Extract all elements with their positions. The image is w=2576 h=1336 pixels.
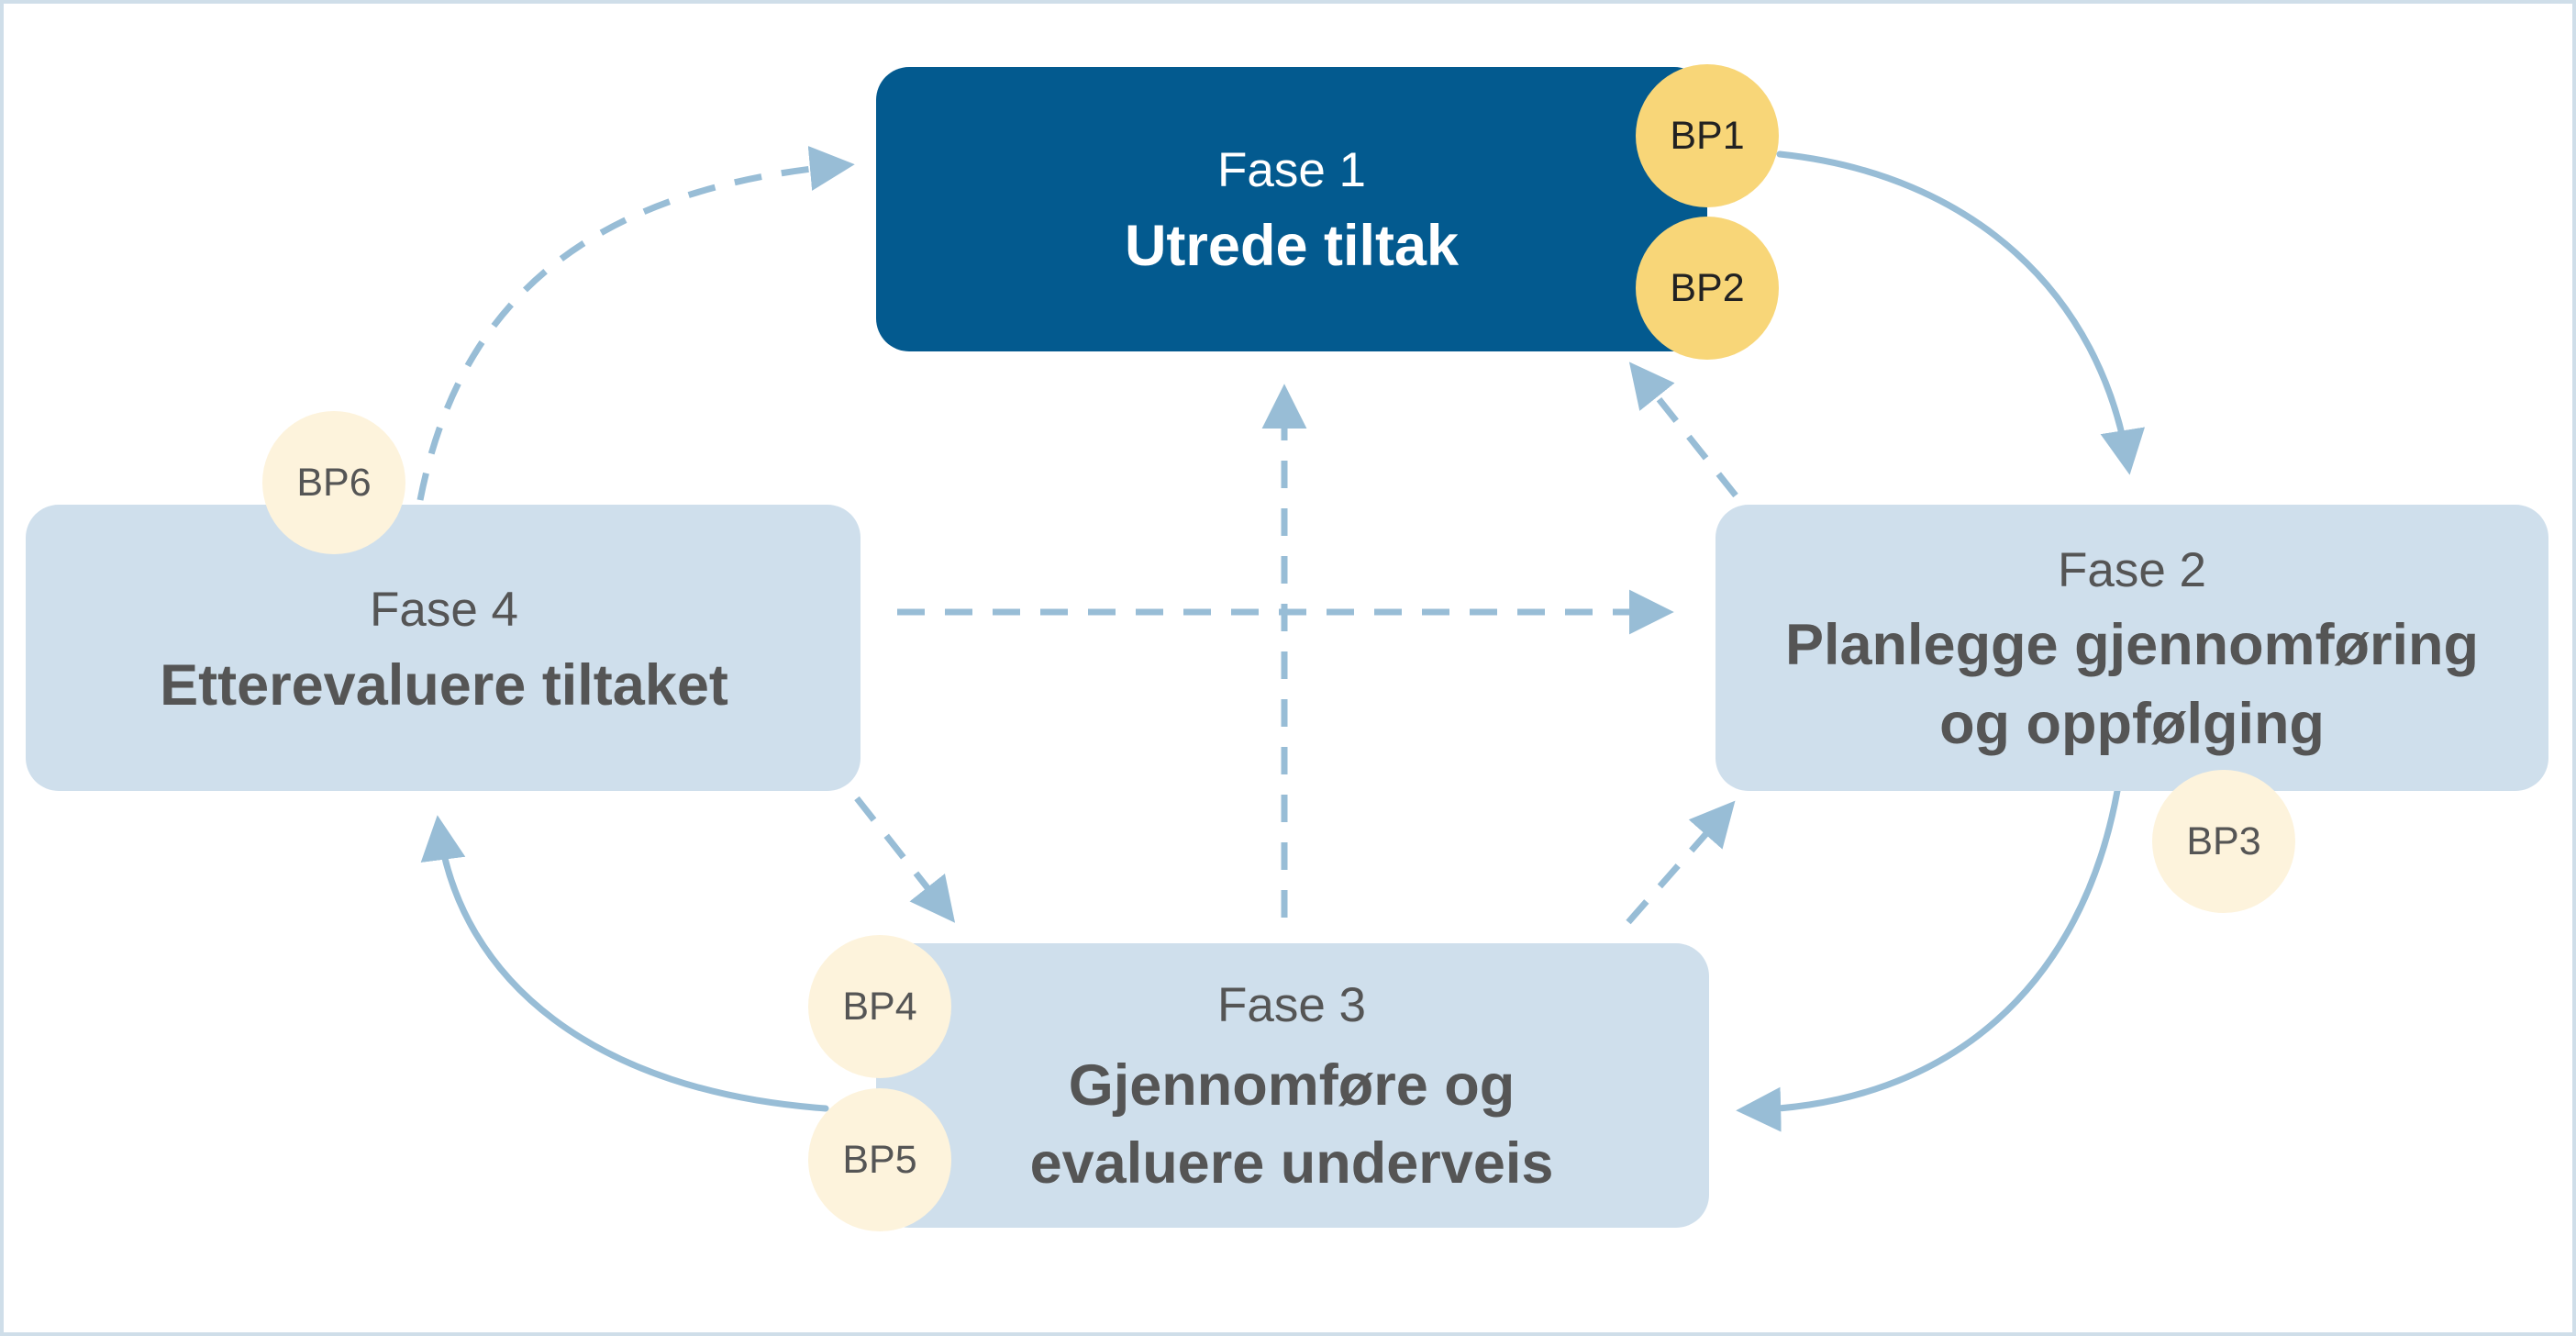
fase2-box [1715, 505, 2548, 791]
fase3-label: Fase 3 [1217, 978, 1366, 1032]
bp5-circle [808, 1088, 951, 1231]
fase2-label: Fase 2 [2058, 543, 2206, 597]
phase-box-fase4: Fase 4 Etterevaluere tiltaket [26, 505, 861, 791]
fase4-label: Fase 4 [370, 583, 518, 637]
arrow-fase2-to-fase1 [1628, 362, 1738, 498]
decision-point-bp5: BP5 [808, 1088, 951, 1231]
bp2-circle [1636, 217, 1779, 360]
bp4-label: BP4 [842, 985, 916, 1029]
bp3-label: BP3 [2186, 819, 2260, 863]
phase-box-fase1: Fase 1 Utrede tiltak [876, 67, 1707, 351]
decision-point-bp2: BP2 [1636, 217, 1779, 360]
phase-box-fase2: Fase 2 Planlegge gjennomføring og oppføl… [1715, 505, 2548, 791]
arrow-fase4-to-fase3 [854, 796, 956, 923]
arrow-fase3-to-fase4 [420, 815, 829, 1112]
decision-point-bp4: BP4 [808, 935, 951, 1078]
fase3-title-line1: Gjennomføre og [1069, 1053, 1516, 1118]
fase3-box [876, 943, 1709, 1228]
decision-point-bp6: BP6 [262, 411, 405, 554]
bp1-circle [1636, 64, 1779, 207]
bp4-circle [808, 935, 951, 1078]
fase2-title-line2: og oppfølging [1939, 692, 2325, 756]
fase4-box [26, 505, 861, 791]
bp3-circle [2152, 770, 2295, 913]
phase-box-fase3: Fase 3 Gjennomføre og evaluere underveis [876, 943, 1709, 1228]
arrow-fase3-to-fase2 [1626, 800, 1736, 925]
fase1-box [876, 67, 1707, 351]
arrow-bp1-to-fase2 [1776, 150, 2145, 475]
arrow-bp6-to-fase1 [416, 146, 855, 501]
bp5-label: BP5 [842, 1138, 916, 1182]
decision-point-bp3: BP3 [2152, 770, 2295, 913]
fase2-title-line1: Planlegge gjennomføring [1785, 613, 2479, 677]
bp6-label: BP6 [296, 461, 371, 505]
fase3-title-line2: evaluere underveis [1030, 1131, 1554, 1196]
fase1-label: Fase 1 [1217, 143, 1366, 197]
decision-point-bp1: BP1 [1636, 64, 1779, 207]
fase1-title: Utrede tiltak [1125, 214, 1460, 278]
bp6-circle [262, 411, 405, 554]
bp2-label: BP2 [1670, 266, 1744, 310]
fase4-title: Etterevaluere tiltaket [160, 653, 728, 718]
arrow-fase2-to-fase3 [1736, 787, 2121, 1132]
bp1-label: BP1 [1670, 114, 1744, 158]
